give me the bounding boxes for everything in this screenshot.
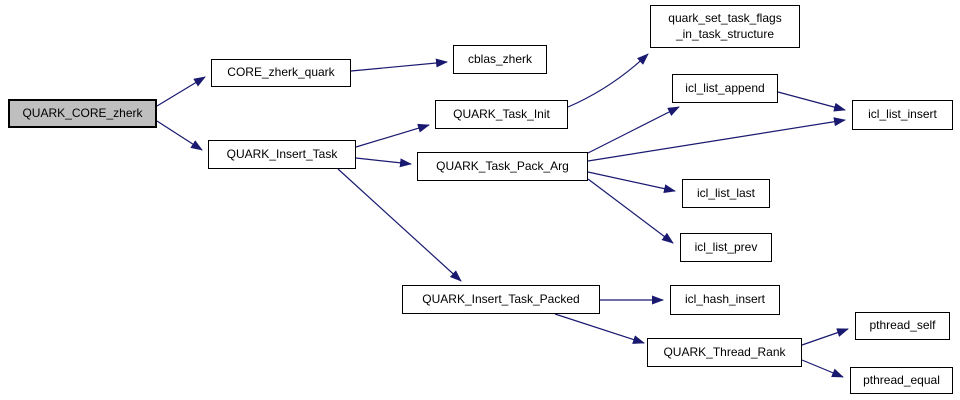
node-core-zherk-quark[interactable]: CORE_zherk_quark bbox=[211, 59, 351, 87]
edge-quark-thread-rank-to-pthread-equal bbox=[801, 359, 844, 378]
edge-quark-insert-task-to-quark-task-pack-arg bbox=[355, 157, 412, 168]
node-quark-insert-task[interactable]: QUARK_Insert_Task bbox=[208, 140, 356, 169]
edge-quark-core-zherk-to-core-zherk-quark bbox=[156, 76, 206, 107]
edge-quark-thread-rank-to-pthread-self bbox=[801, 328, 849, 346]
node-quark-set-task-flags[interactable]: quark_set_task_flags _in_task_structure bbox=[650, 5, 800, 48]
node-cblas-zherk[interactable]: cblas_zherk bbox=[453, 45, 547, 74]
edge-quark-task-pack-arg-to-icl-list-last bbox=[587, 171, 676, 194]
node-icl-hash-insert[interactable]: icl_hash_insert bbox=[670, 285, 780, 315]
node-pthread-self[interactable]: pthread_self bbox=[855, 312, 950, 340]
node-quark-insert-task-packed[interactable]: QUARK_Insert_Task_Packed bbox=[402, 285, 600, 314]
node-quark-core-zherk: QUARK_CORE_zherk bbox=[8, 99, 157, 128]
node-icl-list-prev[interactable]: icl_list_prev bbox=[680, 233, 772, 262]
node-quark-thread-rank[interactable]: QUARK_Thread_Rank bbox=[647, 338, 802, 367]
edge-quark-insert-task-to-quark-insert-task-packed bbox=[337, 168, 462, 282]
edge-quark-task-init-to-quark-set-task-flags bbox=[567, 53, 649, 108]
edge-quark-core-zherk-to-quark-insert-task bbox=[156, 120, 203, 151]
node-icl-list-append[interactable]: icl_list_append bbox=[672, 74, 778, 103]
edge-quark-task-pack-arg-to-icl-list-append bbox=[587, 106, 680, 154]
edge-icl-list-append-to-icl-list-insert bbox=[777, 91, 846, 112]
edge-core-zherk-quark-to-cblas-zherk bbox=[350, 58, 448, 72]
node-quark-task-pack-arg[interactable]: QUARK_Task_Pack_Arg bbox=[417, 152, 588, 181]
node-icl-list-last[interactable]: icl_list_last bbox=[682, 179, 770, 208]
node-quark-task-init[interactable]: QUARK_Task_Init bbox=[435, 100, 568, 129]
edge-quark-task-pack-arg-to-icl-list-prev bbox=[587, 178, 674, 244]
edge-quark-task-pack-arg-to-icl-list-insert bbox=[587, 117, 846, 162]
edge-quark-insert-task-packed-to-quark-thread-rank bbox=[554, 313, 645, 344]
node-icl-list-insert[interactable]: icl_list_insert bbox=[852, 100, 953, 130]
edge-quark-insert-task-to-quark-task-init bbox=[355, 123, 430, 148]
node-pthread-equal[interactable]: pthread_equal bbox=[850, 367, 953, 394]
